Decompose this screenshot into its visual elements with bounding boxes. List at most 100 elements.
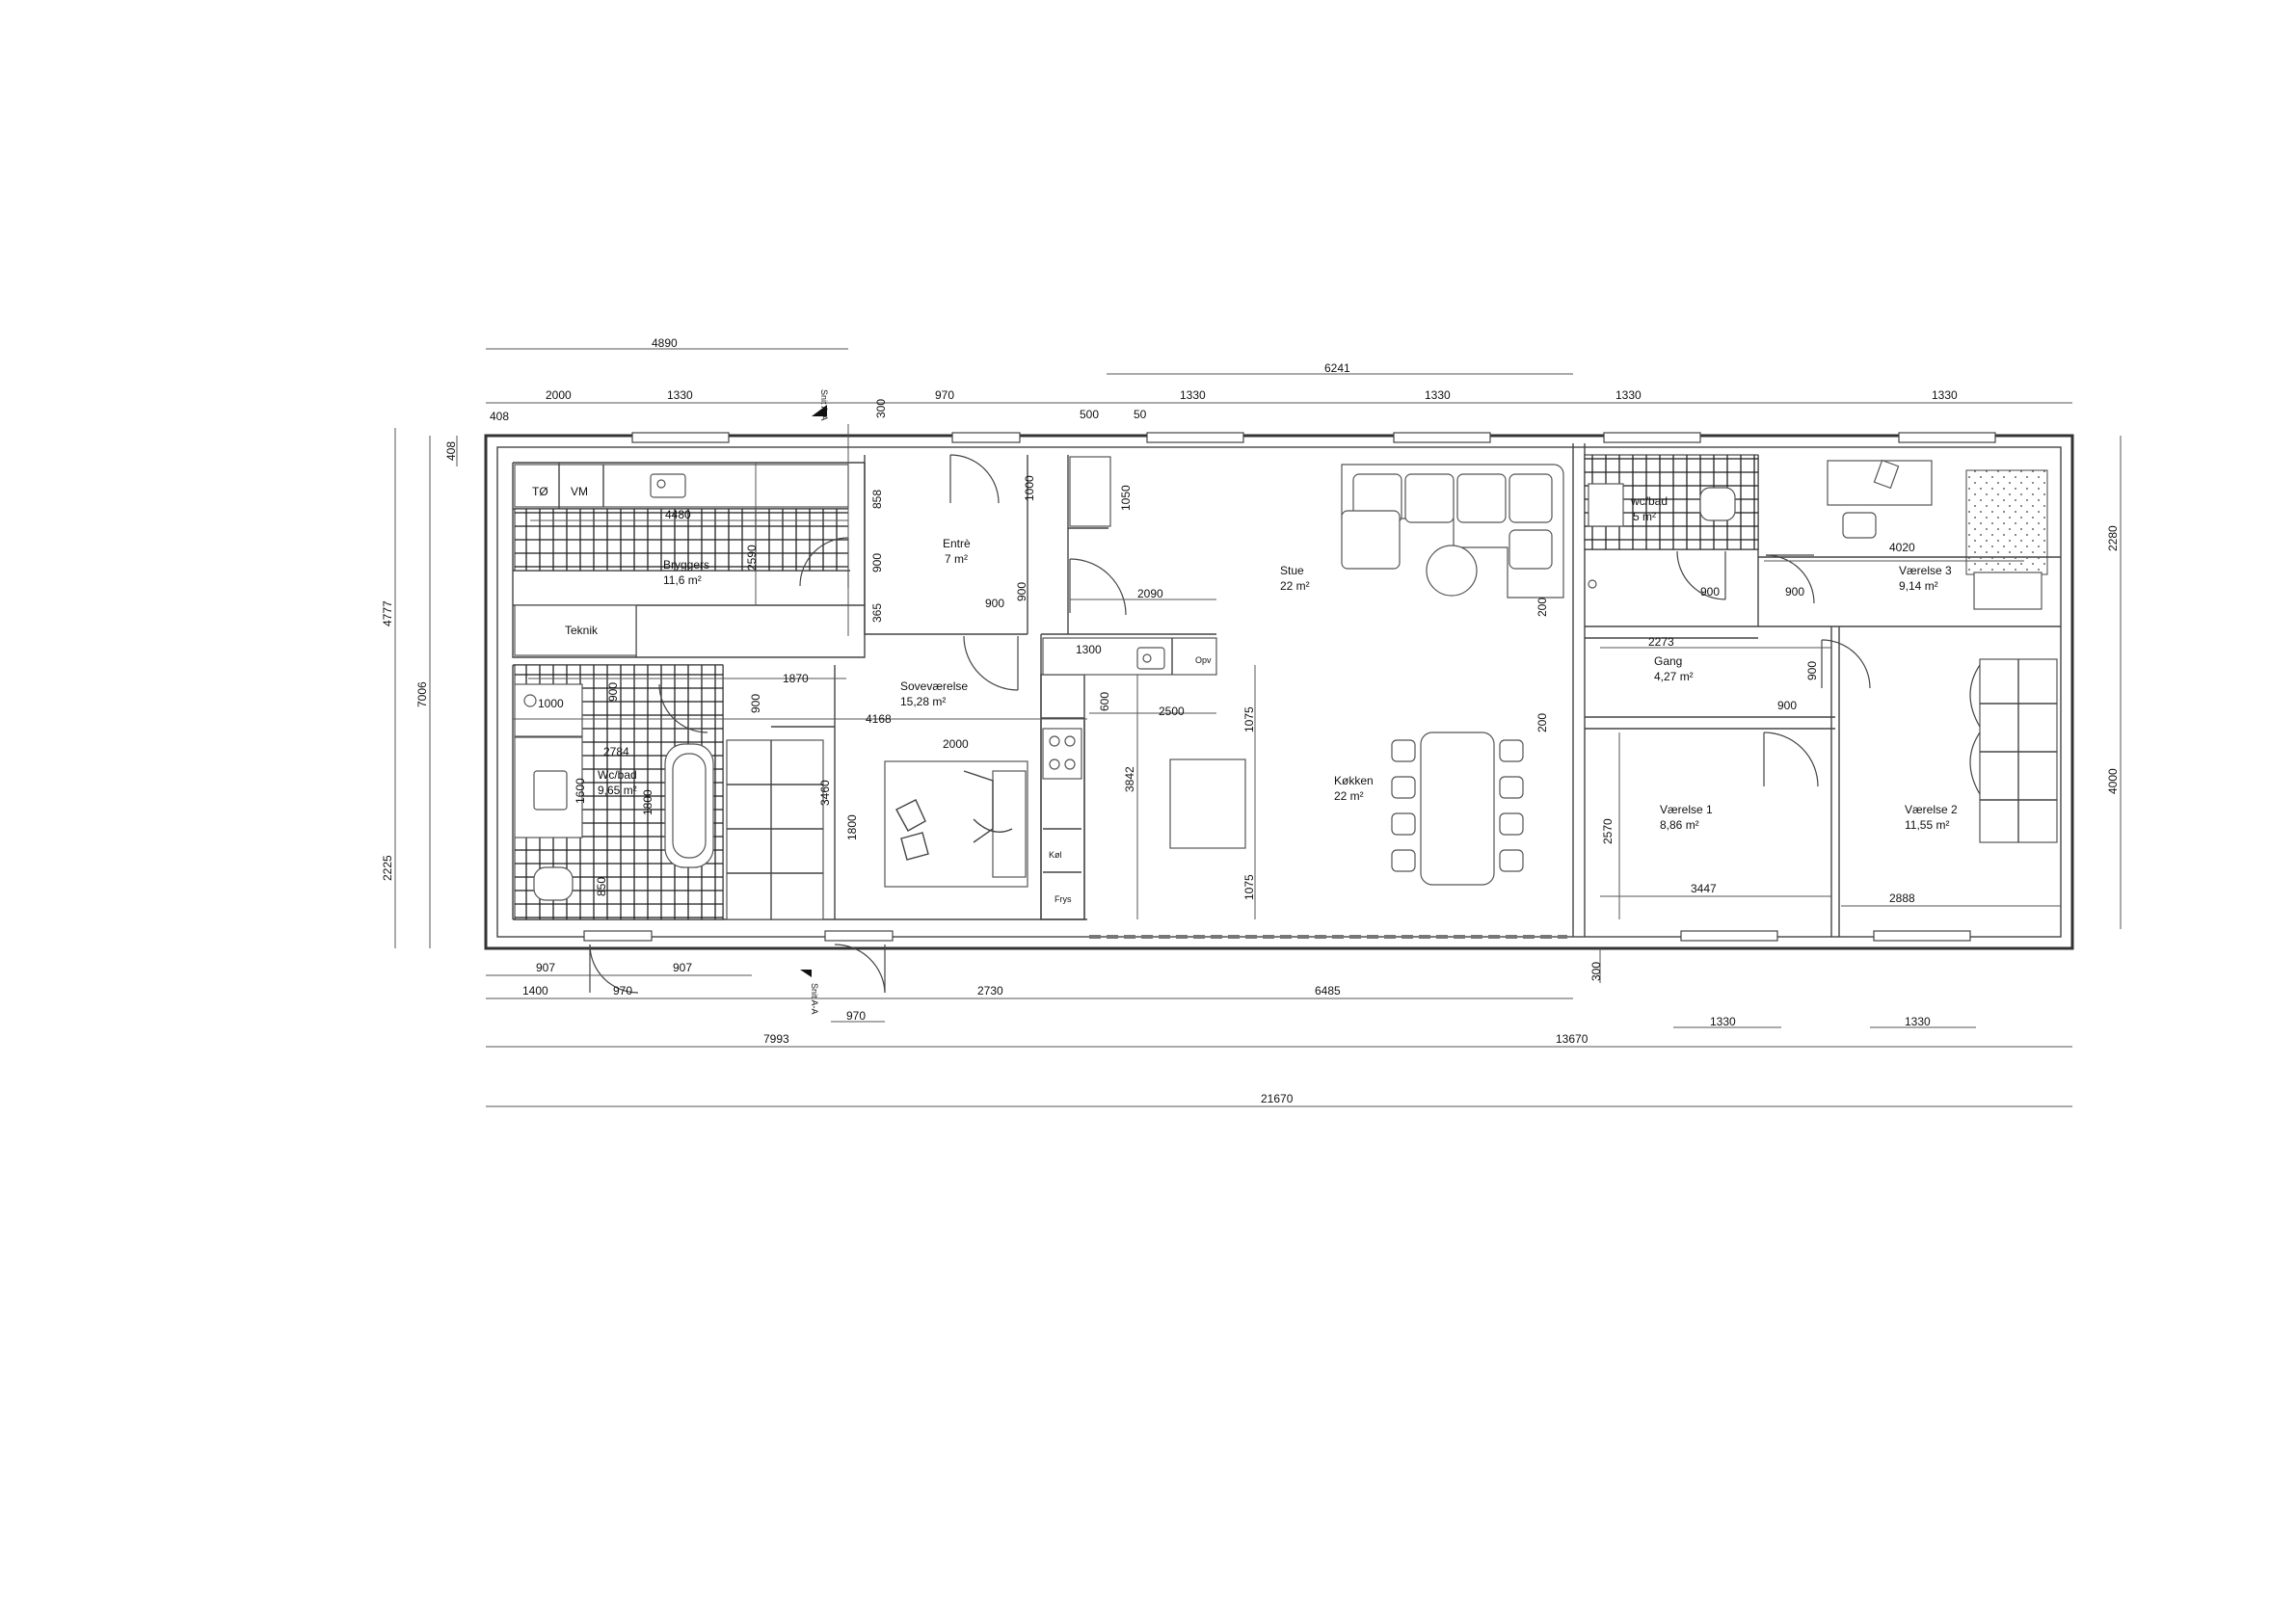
room-bryggers-area: 11,6 m² <box>663 573 702 587</box>
dim-label: 50 <box>1134 408 1147 421</box>
dim-label: 1000 <box>538 697 564 710</box>
dim-label: 6485 <box>1315 984 1341 998</box>
dimension-labels: 4890 6241 408 2000 1330 300 970 500 50 1… <box>381 336 2120 1105</box>
dim-label: 1600 <box>574 778 587 804</box>
dim-label: 408 <box>444 441 458 461</box>
dim-label: 907 <box>536 961 555 974</box>
svg-text:Snit A-A: Snit A-A <box>819 389 829 421</box>
dim-label: 900 <box>606 682 620 702</box>
dim-label: 900 <box>985 597 1004 610</box>
room-stue-area: 22 m² <box>1280 579 1310 593</box>
dim-label: 2280 <box>2106 525 2120 551</box>
dim-label: 970 <box>613 984 632 998</box>
room-bryggers-label: Bryggers <box>663 558 709 572</box>
dim-label: 7006 <box>415 681 429 707</box>
dim-label: 1075 <box>1242 706 1256 732</box>
dim-label: 1330 <box>1710 1015 1736 1028</box>
room-vaerelse1-label: Værelse 1 <box>1660 803 1713 816</box>
room-wcbad-area: 9,65 m² <box>598 784 637 797</box>
stove-icon <box>1042 728 1082 780</box>
dim-label: 2888 <box>1889 891 1915 905</box>
dim-label: 21670 <box>1261 1092 1294 1105</box>
room-to-label: TØ <box>532 485 548 498</box>
dim-label: 3842 <box>1123 766 1136 792</box>
room-entre-area: 7 m² <box>945 552 968 566</box>
dim-label: 600 <box>1098 692 1111 711</box>
sink-icon <box>650 473 686 498</box>
room-vm-label: VM <box>571 485 588 498</box>
dim-label: 907 <box>673 961 692 974</box>
room-gang-label: Gang <box>1654 654 1682 668</box>
room-wcbad-label: Wc/bad <box>598 768 637 782</box>
dim-label: 970 <box>846 1009 866 1023</box>
room-vaerelse2-area: 11,55 m² <box>1905 818 1949 832</box>
dim-label: 900 <box>1015 582 1028 601</box>
dim-label: 13670 <box>1556 1032 1589 1046</box>
dim-label: 900 <box>870 553 884 572</box>
room-wcbad-small-label: wc/bad <box>1630 494 1668 508</box>
room-stue-label: Stue <box>1280 564 1304 577</box>
dim-label: 1300 <box>1076 643 1102 656</box>
toilet-icon-2 <box>1699 487 1736 521</box>
dim-label: 4777 <box>381 600 394 626</box>
room-sovevaerelse-label: Soveværelse <box>900 679 968 693</box>
dim-label: 1330 <box>667 388 693 402</box>
dim-label: 3447 <box>1691 882 1717 895</box>
svg-text:Snit A-A: Snit A-A <box>810 983 819 1015</box>
room-vaerelse1-area: 8,86 m² <box>1660 818 1699 832</box>
dim-label: 850 <box>595 877 608 896</box>
dim-label: 300 <box>1589 962 1603 981</box>
washer-icon <box>514 683 583 737</box>
dim-label: 4480 <box>665 508 691 521</box>
room-labels: TØ VM Bryggers 11,6 m² Teknik Entrè 7 m²… <box>532 485 1958 904</box>
dining-table-icon <box>1420 732 1495 886</box>
dim-label: 7993 <box>763 1032 789 1046</box>
dimension-lines <box>394 348 2122 1107</box>
outer-walls <box>484 434 2074 950</box>
appliance-kol-label: Køl <box>1049 850 1062 860</box>
room-vaerelse3-label: Værelse 3 <box>1899 564 1952 577</box>
dim-label: 1330 <box>1425 388 1451 402</box>
room-kokken-area: 22 m² <box>1334 789 1364 803</box>
dim-label: 1000 <box>1023 475 1036 501</box>
dim-label: 900 <box>749 694 762 713</box>
dim-label: 1800 <box>845 814 859 840</box>
room-wcbad-small-area: 5 m² <box>1633 510 1656 523</box>
room-sovevaerelse-area: 15,28 m² <box>900 695 946 708</box>
toilet-icon <box>533 866 574 901</box>
dim-label: 6241 <box>1324 361 1350 375</box>
dim-label: 970 <box>935 388 954 402</box>
dim-label: 2570 <box>1601 818 1615 844</box>
dim-label: 2225 <box>381 855 394 881</box>
dim-label: 2090 <box>1137 587 1163 600</box>
dim-label: 900 <box>1785 585 1804 599</box>
dim-label: 1330 <box>1615 388 1642 402</box>
dim-label: 1330 <box>1932 388 1958 402</box>
dim-label: 4020 <box>1889 541 1915 554</box>
appliance-frys-label: Frys <box>1055 894 1072 904</box>
dim-label: 2000 <box>546 388 572 402</box>
dim-label: 4168 <box>866 712 892 726</box>
dim-label: 200 <box>1535 598 1549 617</box>
room-vaerelse3-area: 9,14 m² <box>1899 579 1938 593</box>
dim-label: 1075 <box>1242 874 1256 900</box>
dim-label: 1800 <box>641 789 654 815</box>
dim-label: 2500 <box>1159 705 1185 718</box>
dim-label: 2784 <box>603 745 629 758</box>
wardrobe-icon <box>726 739 824 920</box>
dim-label: 300 <box>874 399 888 418</box>
dim-label: 4000 <box>2106 768 2120 794</box>
room-entre-label: Entrè <box>943 537 971 550</box>
room-kokken-label: Køkken <box>1334 774 1374 787</box>
dim-label: 900 <box>1805 661 1819 680</box>
room-teknik-label: Teknik <box>565 624 599 637</box>
coffee-table-icon <box>1426 545 1478 597</box>
dim-label: 900 <box>1700 585 1720 599</box>
appliance-opv-label: Opv <box>1195 655 1212 665</box>
dim-label: 1050 <box>1119 485 1133 511</box>
dim-label: 365 <box>870 603 884 623</box>
room-gang-area: 4,27 m² <box>1654 670 1694 683</box>
windows <box>583 432 1996 942</box>
section-mark-bottom: Snit A-A <box>800 970 819 1015</box>
